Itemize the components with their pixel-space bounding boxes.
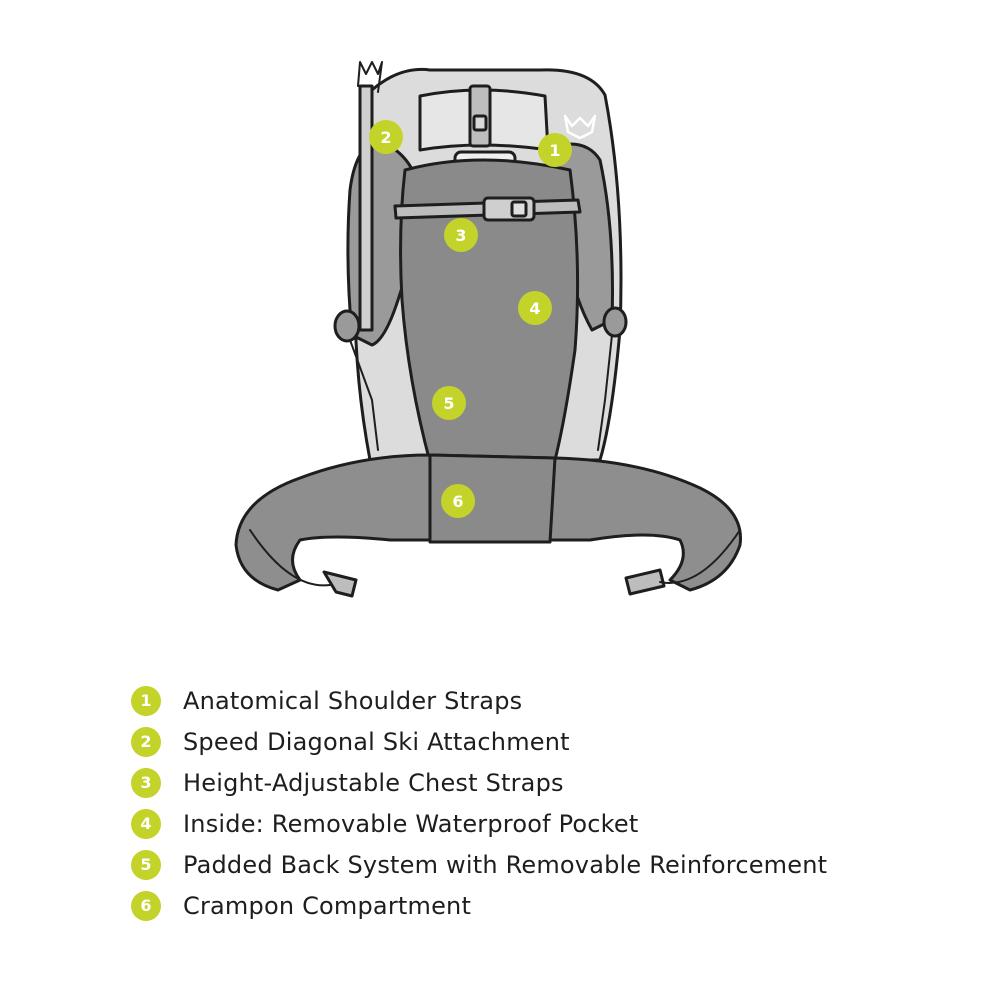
callout-badge-4: 4 [518, 291, 552, 325]
legend-label: Speed Diagonal Ski Attachment [183, 727, 570, 756]
dynafit-snow-leopard-logo-icon [563, 114, 597, 140]
svg-text:1: 1 [549, 141, 560, 160]
legend-badge-5: 5 [131, 849, 161, 880]
legend-badge-2: 2 [131, 726, 161, 757]
legend-item-shoulder-straps: 1 Anatomical Shoulder Straps [131, 680, 971, 721]
legend-label: Inside: Removable Waterproof Pocket [183, 809, 639, 838]
legend-label: Anatomical Shoulder Straps [183, 686, 523, 715]
svg-text:2: 2 [380, 128, 391, 147]
left-belt-strap [249, 529, 331, 587]
callout-badge-5: 5 [432, 386, 466, 420]
callout-badge-2: 2 [369, 120, 403, 154]
legend-item-crampon-compartment: 6 Crampon Compartment [131, 885, 971, 926]
left-strap-toggle [333, 309, 361, 343]
legend-item-chest-straps: 3 Height-Adjustable Chest Straps [131, 762, 971, 803]
right-hip-buckle [624, 568, 666, 596]
callout-badge-6: 6 [441, 484, 475, 518]
legend-badge-1: 1 [131, 685, 161, 716]
chest-strap-clip [510, 200, 528, 218]
legend-item-waterproof-pocket: 4 Inside: Removable Waterproof Pocket [131, 803, 971, 844]
right-side-strap [597, 334, 613, 451]
right-belt-strap [659, 529, 741, 584]
legend-item-ski-attachment: 2 Speed Diagonal Ski Attachment [131, 721, 971, 762]
legend-label: Padded Back System with Removable Reinfo… [183, 850, 828, 879]
svg-text:3: 3 [455, 226, 466, 245]
legend-badge-4: 4 [131, 808, 161, 839]
lid-buckle-clip [472, 114, 488, 132]
legend-badge-3: 3 [131, 767, 161, 798]
svg-text:4: 4 [529, 299, 540, 318]
ski-attachment-rod [358, 84, 374, 332]
callout-badge-1: 1 [538, 133, 572, 167]
legend-badge-6: 6 [131, 890, 161, 921]
legend-label: Crampon Compartment [183, 891, 472, 920]
svg-text:5: 5 [443, 394, 454, 413]
legend-label: Height-Adjustable Chest Straps [183, 768, 564, 797]
feature-legend: 1 Anatomical Shoulder Straps 2 Speed Dia… [131, 680, 971, 926]
callout-badge-3: 3 [444, 218, 478, 252]
right-strap-toggle [602, 306, 628, 338]
left-side-strap [349, 339, 379, 451]
crampon-compartment-panel [428, 453, 557, 544]
svg-text:6: 6 [452, 492, 463, 511]
legend-item-back-system: 5 Padded Back System with Removable Rein… [131, 844, 971, 885]
ski-attachment-hook [357, 61, 383, 93]
backpack-illustration: 1 2 3 4 5 6 [234, 61, 742, 598]
left-hip-buckle [322, 570, 358, 598]
